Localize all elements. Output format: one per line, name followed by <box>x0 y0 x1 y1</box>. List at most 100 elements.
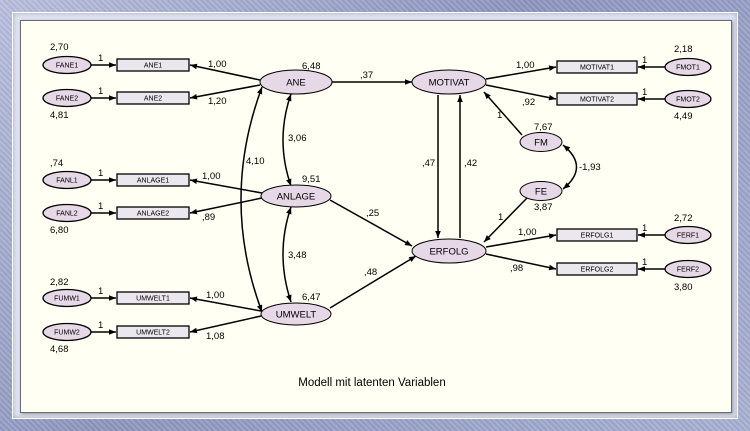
loading-anlage-anlage2: ,89 <box>202 212 215 223</box>
loading-umwelt-umwelt1: 1,00 <box>206 290 225 301</box>
indicator-anlage1 <box>116 173 190 187</box>
indicator-anlage1-label: ANLAGE1 <box>137 178 169 185</box>
error-fumw2 <box>42 322 92 342</box>
indicator-motivat1-label: MOTIVAT1 <box>580 65 614 72</box>
variance-umwelt: 6,47 <box>302 292 321 303</box>
weight-fane2: 1 <box>98 86 103 97</box>
indicator-motivat2-label: MOTIVAT2 <box>580 97 614 104</box>
coef-motivat-erfolg: ,47 <box>422 158 435 169</box>
error-fane1-label: FANE1 <box>56 63 78 70</box>
path-motivat-motivat1 <box>485 65 557 80</box>
loading-erfolg-erfolg1: 1,00 <box>518 227 537 238</box>
error-fane2 <box>42 88 92 108</box>
indicator-anlage2 <box>116 206 190 220</box>
latent-umwelt <box>260 302 332 326</box>
indicator-ane1 <box>116 58 190 72</box>
variance-anlage: 9,51 <box>302 174 321 185</box>
path-ane-ane1 <box>189 63 261 81</box>
coef-umwelt-erfolg: ,48 <box>364 267 377 278</box>
indicator-erfolg1 <box>556 228 638 242</box>
error-fmot2-label: FMOT2 <box>676 97 700 104</box>
cov-ane-umwelt <box>240 86 263 313</box>
indicator-motivat1 <box>556 60 638 74</box>
error-fumw1-label: FUMW1 <box>54 296 80 303</box>
latent-umwelt-label: UMWELT <box>276 310 317 321</box>
residual-fm-label: FM <box>534 138 548 149</box>
latent-motivat <box>411 69 487 95</box>
path-erfolg-erfolg2 <box>485 253 557 271</box>
error-fmot1 <box>664 57 712 77</box>
variance-fanl2: 6,80 <box>50 225 69 236</box>
indicator-umwelt1 <box>116 291 190 305</box>
variance-fumw2: 4,68 <box>50 344 69 355</box>
residual-fe <box>519 181 563 201</box>
weight-fanl1: 1 <box>98 168 103 179</box>
error-ferf2-label: FERF2 <box>677 267 699 274</box>
latent-erfolg <box>411 238 487 264</box>
weight-fmot1: 1 <box>642 55 647 66</box>
error-fmot1-label: FMOT1 <box>676 65 700 72</box>
indicator-ane2-label: ANE2 <box>144 96 162 103</box>
coef-erfolg-motivat: ,42 <box>464 158 477 169</box>
weight-fumw1: 1 <box>98 286 103 297</box>
path-anlage-anlage2 <box>189 197 263 215</box>
variance-fane2: 4,81 <box>50 110 69 121</box>
path-fe-erfolg <box>483 197 528 243</box>
path-fm-motivat <box>483 91 523 136</box>
weight-fanl2: 1 <box>98 201 103 212</box>
loading-motivat-motivat1: 1,00 <box>516 60 535 71</box>
indicator-ane1-label: ANE1 <box>144 63 162 70</box>
loading-erfolg-erfolg2: ,98 <box>510 263 523 274</box>
latent-ane <box>259 69 333 95</box>
weight-fane1: 1 <box>98 53 103 64</box>
indicator-umwelt2 <box>116 325 190 339</box>
latent-anlage-label: ANLAGE <box>277 192 316 203</box>
cov-anlage-umwelt-label: 3,48 <box>288 250 307 261</box>
error-ferf1-label: FERF1 <box>677 233 699 240</box>
indicator-umwelt2-label: UMWELT2 <box>136 330 170 337</box>
loading-anlage-anlage1: 1,00 <box>202 171 221 182</box>
path-anlage-anlage1 <box>189 178 263 194</box>
variance-fmot1: 2,18 <box>674 44 693 55</box>
loading-motivat-motivat2: ,92 <box>522 97 535 108</box>
error-fane2-label: FANE2 <box>56 96 78 103</box>
path-umwelt-umwelt2 <box>189 315 262 334</box>
indicator-motivat2 <box>556 92 638 106</box>
residual-fe-label: FE <box>535 187 547 198</box>
coef-anlage-erfolg: ,25 <box>366 208 379 219</box>
latent-anlage <box>260 184 332 208</box>
latent-erfolg-label: ERFOLG <box>429 247 468 258</box>
variance-fanl1: ,74 <box>50 158 63 169</box>
path-motivat-motivat2 <box>485 84 557 101</box>
path-umwelt-umwelt1 <box>189 296 262 312</box>
indicator-anlage2-label: ANLAGE2 <box>137 211 169 218</box>
coef-fm-motivat: 1 <box>497 110 502 121</box>
indicator-erfolg1-label: ERFOLG1 <box>581 233 614 240</box>
error-ferf2 <box>664 259 712 279</box>
cov-fm-fe <box>562 144 578 190</box>
loading-ane-ane1: 1,00 <box>208 59 227 70</box>
indicator-erfolg2-label: ERFOLG2 <box>581 267 614 274</box>
error-fanl2 <box>42 203 92 223</box>
weight-fumw2: 1 <box>98 320 103 331</box>
diagram-caption: Modell mit latenten Variablen <box>298 377 445 389</box>
error-ferf1 <box>664 225 712 245</box>
weight-ferf2: 1 <box>642 257 647 268</box>
residual-fm <box>519 132 563 152</box>
variance-fumw1: 2,82 <box>50 277 69 288</box>
latent-ane-label: ANE <box>286 78 306 89</box>
indicator-erfolg2 <box>556 262 638 276</box>
variance-fe: 3,87 <box>534 202 553 213</box>
variance-ane: 6,48 <box>302 61 321 72</box>
path-umwelt-erfolg <box>329 255 417 309</box>
indicator-umwelt1-label: UMWELT1 <box>136 296 170 303</box>
latent-motivat-label: MOTIVAT <box>429 78 470 89</box>
coef-ane-motivat: ,37 <box>360 70 373 81</box>
cov-ane-anlage-label: 3,06 <box>288 133 307 144</box>
variance-ferf2: 3,80 <box>674 282 693 293</box>
variance-ferf1: 2,72 <box>674 213 693 224</box>
variance-fane1: 2,70 <box>50 42 69 53</box>
variance-fmot2: 4,49 <box>674 111 693 122</box>
weight-ferf1: 1 <box>642 223 647 234</box>
